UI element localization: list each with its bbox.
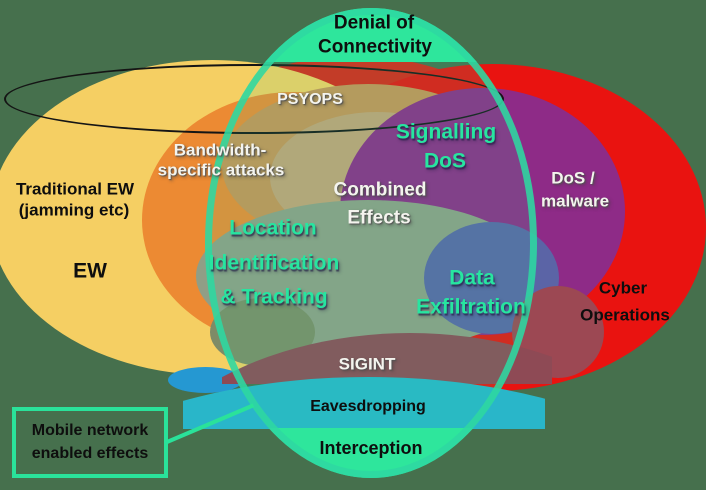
label-sigint: SIGINT [338,354,396,374]
label-cyber-operations-line2: Operations [580,305,670,325]
label-signalling-dos-line1: Signalling [395,120,497,144]
label-data-exfiltration-line2: Exfiltration [416,295,526,319]
label-bandwidth-line2: specific attacks [157,160,285,180]
label-location-line2: Identification [208,251,340,275]
label-combined-effects-line1: Combined [333,179,427,201]
label-interception: Interception [319,438,423,458]
label-dos-malware-line1: DoS / [551,168,595,188]
label-eavesdropping: Eavesdropping [310,398,426,415]
callout-line1: Mobile network [31,422,149,439]
label-combined-effects-line2: Effects [347,207,411,229]
label-psyops: PSYOPS [277,91,343,108]
label-location-line1: Location [229,216,317,240]
label-bandwidth-line1: Bandwidth- [173,140,267,160]
callout-line2: enabled effects [31,445,149,462]
label-ew: EW [73,259,107,283]
label-cyber-operations-line1: Cyber [598,278,648,298]
label-traditional-ew-line2: (jamming etc) [18,200,130,220]
label-data-exfiltration-line1: Data [449,266,495,290]
label-location-line3: & Tracking [220,285,328,309]
label-signalling-dos-line2: DoS [424,149,466,173]
mobile-network-ellipse [205,8,537,478]
label-traditional-ew-line1: Traditional EW [15,179,135,199]
callout-box: Mobile network enabled effects [12,407,168,478]
label-denial-line1: Denial of [333,12,415,34]
label-denial-line2: Connectivity [317,36,433,58]
label-dos-malware-line2: malware [540,191,610,211]
